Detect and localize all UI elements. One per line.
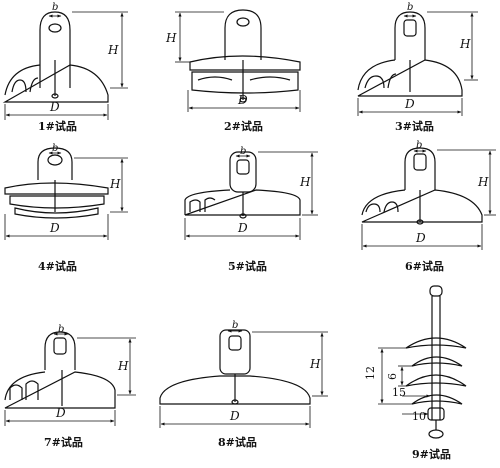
s6-b-label: b	[416, 140, 422, 151]
s9-dim-6: 6	[386, 373, 399, 380]
s8-d-label: D	[229, 409, 240, 423]
s5-h-label: H	[299, 175, 311, 189]
s7-d-label: D	[55, 406, 66, 420]
s5-b-label: b	[240, 146, 246, 157]
s1-b-label: b	[52, 2, 58, 13]
s3-b-label: b	[407, 2, 413, 13]
s7-b-label: b	[58, 324, 64, 335]
caption-specimen-6: 6#试品	[405, 260, 444, 273]
s2-h-label: H	[165, 31, 177, 45]
caption-specimen-3: 3#试品	[395, 120, 434, 133]
specimen-9-drawing	[378, 285, 467, 439]
s8-b-label: b	[232, 320, 238, 331]
caption-specimen-8: 8#试品	[218, 436, 257, 449]
caption-specimen-9: 9#试品	[412, 448, 451, 461]
s4-b-label: b	[52, 143, 58, 154]
specimen-6-drawing	[361, 147, 496, 250]
s9-dim-10: 10	[412, 410, 426, 423]
s1-h-label: H	[107, 43, 119, 57]
s3-h-label: H	[459, 37, 471, 51]
s2-d-label: D	[237, 93, 248, 107]
s5-d-label: D	[237, 221, 248, 235]
caption-specimen-4: 4#试品	[38, 260, 77, 273]
specimen-4-drawing	[4, 147, 128, 240]
specimen-1-drawing	[2, 11, 128, 120]
specimen-7-drawing	[4, 331, 136, 426]
s6-d-label: D	[415, 231, 426, 245]
s1-d-label: D	[49, 100, 60, 114]
caption-specimen-5: 5#试品	[228, 260, 267, 273]
s4-h-label: H	[109, 177, 121, 191]
s8-h-label: H	[309, 357, 321, 371]
caption-specimen-1: 1#试品	[38, 120, 77, 133]
s4-d-label: D	[49, 221, 60, 235]
specimen-2-drawing	[175, 9, 301, 112]
caption-specimen-2: 2#试品	[224, 120, 263, 133]
caption-specimen-7: 7#试品	[44, 436, 83, 449]
s6-h-label: H	[477, 175, 489, 189]
s3-d-label: D	[404, 97, 415, 111]
specimen-3-drawing	[357, 11, 478, 116]
s9-dim-15: 15	[392, 386, 406, 399]
specimen-5-drawing	[184, 151, 318, 240]
s9-dim-12: 12	[364, 366, 377, 380]
s7-h-label: H	[117, 359, 129, 373]
specimen-8-drawing	[159, 329, 328, 428]
